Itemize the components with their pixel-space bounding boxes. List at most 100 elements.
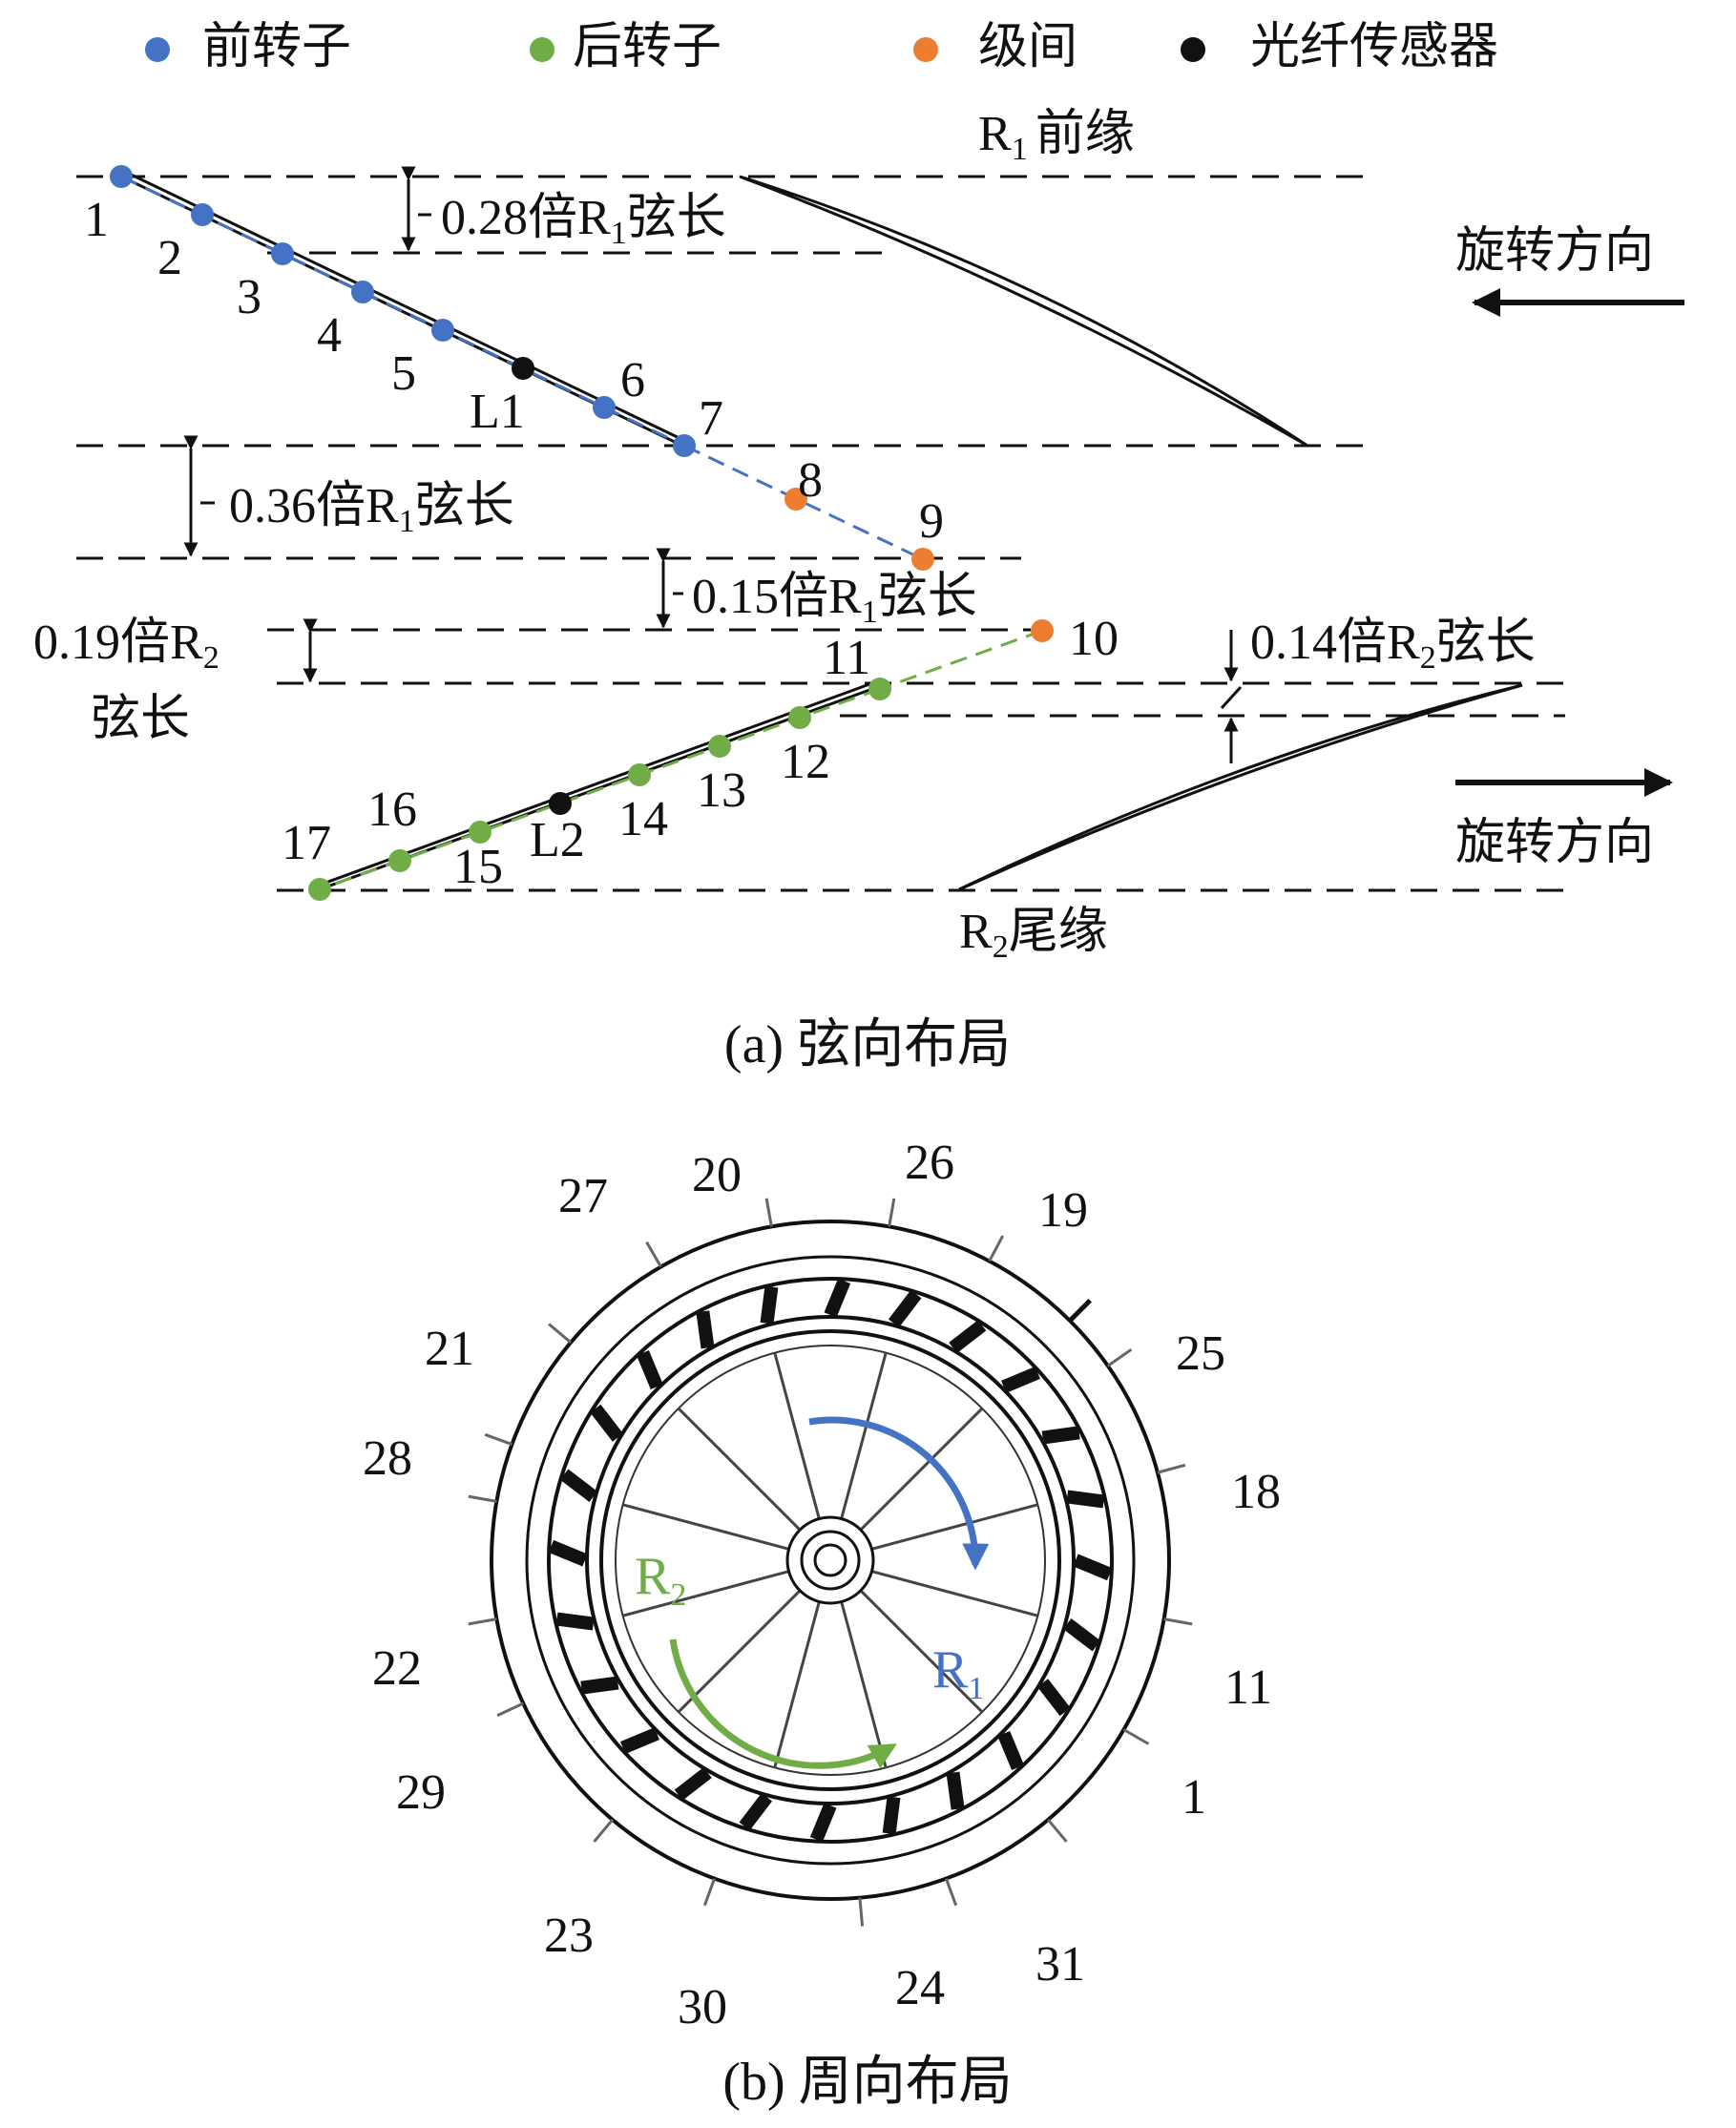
blade-slot: [559, 1469, 598, 1503]
blade-slot: [555, 1612, 595, 1631]
r2-label: R2: [635, 1547, 686, 1613]
blade-slot: [674, 1767, 712, 1801]
point-label-5: 5: [391, 346, 416, 401]
circ-label-24: 24: [895, 1961, 945, 2015]
dim-label-014: 0.14倍R2弦长: [1250, 615, 1536, 676]
blade-slot: [548, 1539, 588, 1567]
blade-slot: [949, 1320, 987, 1353]
blade-ring: [547, 1277, 1114, 1844]
circ-label-27: 27: [558, 1169, 608, 1223]
dim-label-019: 0.19倍R2: [33, 615, 220, 676]
blade-slot: [590, 1404, 623, 1442]
r2-rotation-arrow-icon: [669, 1638, 897, 1769]
interstage-sensor-path-b: [879, 629, 1043, 691]
point-9: [911, 548, 934, 571]
hub-spoke: [773, 1352, 821, 1519]
sensor-tick: [593, 1818, 614, 1843]
point-10: [1031, 619, 1054, 642]
sensor-tick: [1047, 1818, 1068, 1843]
point-label-6: 6: [620, 353, 645, 407]
point-1: [110, 165, 133, 188]
blade-slot: [620, 1727, 659, 1755]
front-rotor-sensor-path: [120, 175, 685, 448]
point-L1: [512, 357, 534, 380]
hub-spoke: [871, 1570, 1038, 1617]
point-8: [784, 488, 807, 511]
circ-label-22: 22: [372, 1641, 422, 1696]
circ-label-19: 19: [1038, 1183, 1088, 1238]
point-label-8: 8: [798, 453, 823, 508]
blade-slot: [580, 1676, 619, 1695]
panel-b-circumferential-layout: R1 R2 20 26 19 25 18 11 1 31 24 30 23 29…: [363, 1136, 1281, 2112]
blade-slot: [1066, 1490, 1105, 1509]
sensor-tick: [1122, 1728, 1150, 1745]
point-12: [788, 706, 811, 729]
hub-spoke: [871, 1503, 1038, 1551]
caption-b: (b) 周向布局: [722, 2053, 1012, 2112]
rotation-direction-label-top: 旋转方向: [1455, 224, 1654, 279]
sensor-tick: [945, 1878, 958, 1907]
dim-label-015: 0.15倍R1弦长: [692, 570, 977, 630]
dim-label-036: 0.36倍R1弦长: [229, 479, 514, 539]
sensor-ticks: [468, 1198, 1193, 1927]
point-L2: [549, 792, 572, 815]
blade-slot: [882, 1796, 901, 1835]
panel-a-chordwise-layout: 1 2 3 4 5 L1 6 7 8 9 10 11 12 13 14 L2 1…: [33, 107, 1684, 1074]
sensor-tick: [468, 1617, 497, 1626]
hub-spoke: [677, 1407, 802, 1532]
legend-marker-interstage: [913, 37, 938, 62]
sensor-tick: [548, 1323, 573, 1344]
circ-label-23: 23: [544, 1909, 594, 1963]
point-7: [673, 434, 696, 457]
legend-marker-fiber-sensor: [1181, 37, 1205, 62]
circ-label-26: 26: [905, 1136, 954, 1190]
point-5: [431, 319, 454, 342]
blade-slot: [1001, 1366, 1040, 1393]
hub-spoke: [773, 1601, 821, 1768]
blade-slot: [997, 1731, 1025, 1770]
sensor-tick: [888, 1198, 896, 1227]
point-16: [388, 849, 411, 872]
point-label-14: 14: [618, 792, 668, 846]
blade-slot: [1073, 1554, 1113, 1581]
rear-rotor-sensor-path: [319, 687, 881, 891]
point-label-9: 9: [919, 494, 944, 549]
blade-slot: [809, 1803, 837, 1843]
point-label-7: 7: [699, 391, 723, 446]
hub-spokes: [622, 1352, 1038, 1768]
blade-slot: [696, 1310, 715, 1349]
point-6: [593, 396, 616, 419]
point-14: [628, 763, 651, 786]
hub-ring-inner: [615, 1345, 1046, 1776]
circ-label-25: 25: [1176, 1326, 1225, 1381]
rotation-direction-label-bottom: 旋转方向: [1455, 816, 1654, 870]
hub-spoke: [859, 1407, 984, 1532]
blade-slot: [888, 1289, 922, 1328]
point-label-11: 11: [823, 631, 870, 685]
sensor-tick: [988, 1235, 1005, 1262]
legend-label-rear-rotor: 后转子: [573, 20, 722, 74]
dim-label-028: 0.28倍R1弦长: [441, 191, 726, 251]
circ-label-31: 31: [1035, 1937, 1085, 1992]
measurement-points: [110, 165, 1054, 901]
dim-label-019-line2: 弦长: [91, 692, 190, 746]
circ-label-30: 30: [678, 1980, 727, 2034]
point-label-12: 12: [781, 735, 830, 789]
hub-spoke: [622, 1570, 789, 1617]
blade-slot: [946, 1771, 965, 1810]
sensor-tick: [1157, 1463, 1186, 1474]
hub-spoke: [859, 1589, 984, 1714]
r1-blade-right: [739, 175, 1308, 448]
point-label-17: 17: [282, 816, 331, 870]
circ-label-18: 18: [1231, 1465, 1281, 1519]
hub-spoke: [840, 1352, 888, 1519]
point-labels: 1 2 3 4 5 L1 6 7 8 9 10 11 12 13 14 L2 1…: [84, 193, 1119, 894]
interstage-sensor-path-a: [683, 444, 924, 561]
dim-tick-014: [1220, 685, 1243, 710]
point-17: [308, 878, 331, 901]
legend-marker-rear-rotor: [530, 37, 554, 62]
point-label-16: 16: [367, 782, 417, 837]
caption-a: (a) 弦向布局: [724, 1015, 1011, 1074]
